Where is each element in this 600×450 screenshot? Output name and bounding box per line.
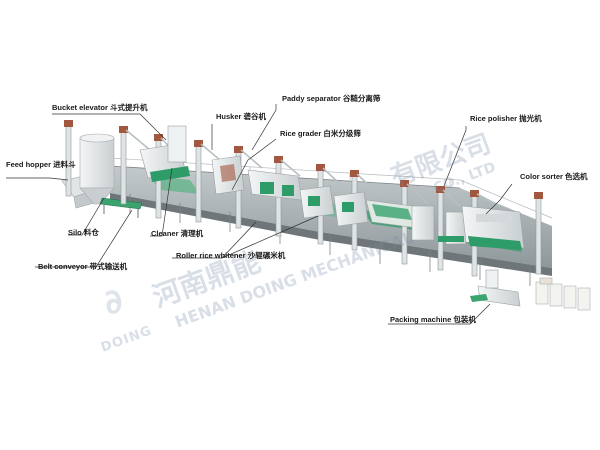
label-packing-machine: Packing machine 包装机 (390, 315, 476, 324)
label-rice-grader: Rice grader 白米分级筛 (280, 129, 361, 138)
label-rice-polisher: Rice polisher 抛光机 (470, 114, 542, 123)
label-belt-conveyor: Belt conveyor 带式输送机 (38, 262, 128, 271)
label-husker: Husker 砻谷机 (216, 112, 267, 121)
rice-polisher-machine (411, 205, 467, 245)
packing-machine (470, 269, 521, 307)
leader-lines (6, 104, 513, 325)
rice-grader-machine (365, 199, 419, 229)
paddy-separator-machine (247, 169, 303, 201)
label-color-sorter: Color sorter 色选机 (520, 172, 588, 181)
silo (79, 133, 115, 205)
label-feed-hopper: Feed hopper 进料斗 (6, 160, 76, 169)
cleaner-machine (139, 125, 190, 182)
label-paddy-separator: Paddy separator 谷糙分离筛 (282, 94, 381, 103)
label-silo: Silo 料仓 (68, 228, 99, 237)
elevator-heads (64, 120, 543, 199)
whitener-machines (299, 185, 369, 227)
label-roller-whitener: Roller rice whitener 沙辊碾米机 (176, 251, 286, 260)
label-bucket-elevator: Bucket elevator 斗式提升机 (52, 103, 148, 112)
color-sorter-machine (461, 205, 525, 250)
label-cleaner: Cleaner 清理机 (151, 229, 204, 238)
husker-machine (211, 155, 245, 195)
rice-bags (535, 277, 591, 311)
chutes (125, 129, 501, 207)
